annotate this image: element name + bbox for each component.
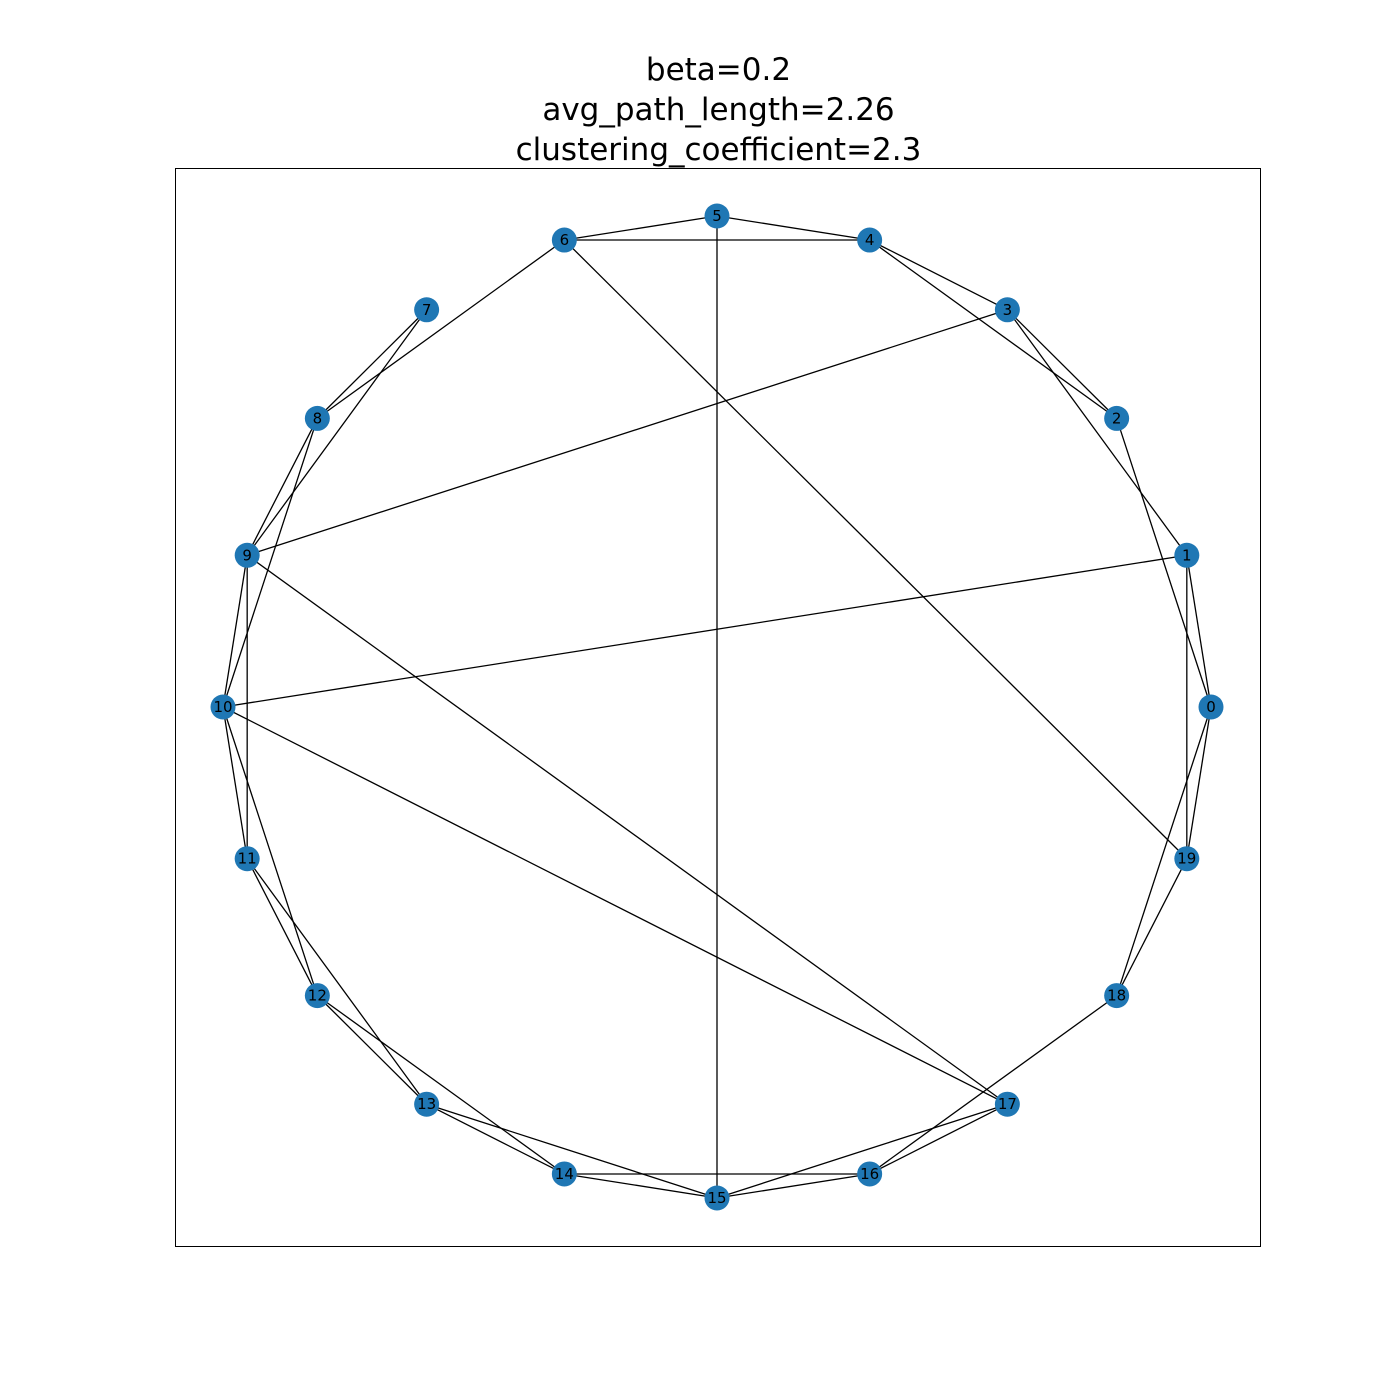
node-5 <box>704 203 730 229</box>
node-label-13: 13 <box>417 1095 436 1113</box>
edge-6-8 <box>316 239 565 419</box>
node-10 <box>210 694 236 720</box>
node-18 <box>1104 983 1130 1009</box>
node-label-18: 18 <box>1107 987 1126 1005</box>
node-2 <box>1104 405 1130 431</box>
edge-0-19 <box>1186 706 1212 859</box>
edge-3-4 <box>869 239 1008 311</box>
node-11 <box>234 846 260 872</box>
node-16 <box>857 1161 883 1187</box>
node-0 <box>1198 694 1224 720</box>
chart-title-line-2: avg_path_length=2.26 <box>542 92 895 128</box>
node-label-16: 16 <box>860 1165 879 1183</box>
chart-title-line-1: beta=0.2 <box>645 52 792 88</box>
node-15 <box>704 1185 730 1211</box>
edge-0-18 <box>1116 706 1212 996</box>
node-6 <box>551 227 577 253</box>
node-3 <box>994 297 1020 323</box>
node-13 <box>414 1091 440 1117</box>
node-label-10: 10 <box>213 698 232 716</box>
node-8 <box>304 405 330 431</box>
node-12 <box>304 983 330 1009</box>
axes-frame <box>175 168 1261 1247</box>
edge-15-16 <box>716 1173 870 1199</box>
node-label-11: 11 <box>238 850 257 868</box>
edge-9-10 <box>222 555 248 708</box>
node-label-3: 3 <box>1003 301 1013 319</box>
node-9 <box>234 542 260 568</box>
node-label-15: 15 <box>707 1189 726 1207</box>
node-17 <box>994 1091 1020 1117</box>
node-label-8: 8 <box>313 409 323 427</box>
edge-12-14 <box>316 995 565 1175</box>
edge-16-17 <box>869 1103 1008 1175</box>
edge-7-8 <box>316 309 428 419</box>
edge-4-5 <box>716 215 870 241</box>
node-label-9: 9 <box>242 546 252 564</box>
edge-3-9 <box>246 309 1008 556</box>
chart-title-line-3: clustering_coefficient=2.3 <box>515 132 922 168</box>
node-label-0: 0 <box>1206 698 1216 716</box>
edge-5-6 <box>564 215 718 241</box>
edge-0-2 <box>1116 418 1212 708</box>
edge-7-9 <box>246 309 428 556</box>
edge-15-17 <box>716 1103 1008 1199</box>
edge-10-17 <box>222 706 1008 1105</box>
node-1 <box>1174 542 1200 568</box>
edge-9-17 <box>246 554 1008 1105</box>
edge-1-3 <box>1006 309 1188 556</box>
edge-11-13 <box>246 858 428 1105</box>
edge-10-11 <box>222 706 248 859</box>
node-label-7: 7 <box>422 301 432 319</box>
node-4 <box>857 227 883 253</box>
edges-layer <box>222 215 1212 1199</box>
edge-11-12 <box>246 858 318 996</box>
node-label-17: 17 <box>998 1095 1017 1113</box>
node-label-19: 19 <box>1177 850 1196 868</box>
node-label-5: 5 <box>712 207 722 225</box>
node-label-6: 6 <box>560 231 570 249</box>
edge-12-13 <box>316 995 428 1105</box>
node-7 <box>414 297 440 323</box>
edge-0-1 <box>1186 555 1212 708</box>
edge-10-12 <box>222 706 318 996</box>
node-label-4: 4 <box>865 231 875 249</box>
edge-2-3 <box>1006 309 1118 419</box>
edge-8-9 <box>246 418 318 556</box>
node-label-1: 1 <box>1182 546 1192 564</box>
node-14 <box>551 1161 577 1187</box>
node-label-2: 2 <box>1112 409 1122 427</box>
edge-6-19 <box>563 239 1188 860</box>
edge-13-15 <box>426 1103 718 1199</box>
edge-13-14 <box>426 1103 565 1175</box>
edge-1-10 <box>222 554 1187 708</box>
edge-14-15 <box>564 1173 718 1199</box>
node-label-14: 14 <box>555 1165 574 1183</box>
edge-2-4 <box>869 239 1118 419</box>
edge-8-10 <box>222 418 318 708</box>
node-label-12: 12 <box>308 987 327 1005</box>
edge-18-19 <box>1116 858 1188 996</box>
edge-16-18 <box>869 995 1118 1175</box>
node-19 <box>1174 846 1200 872</box>
